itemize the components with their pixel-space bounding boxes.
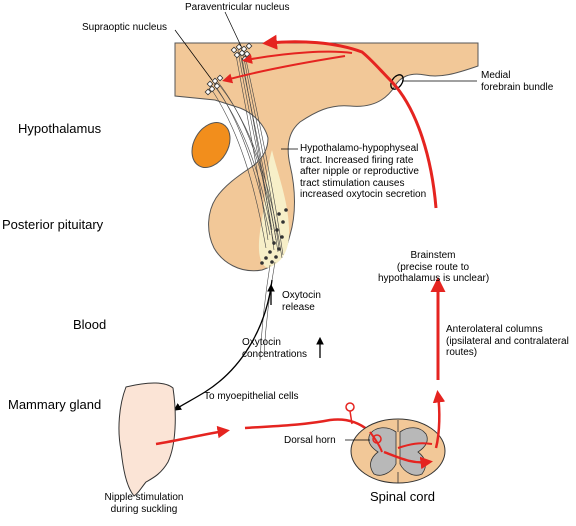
afferent-pathway (155, 425, 230, 446)
label-brainstem: Brainstem (precise route to hypothalamus… (378, 250, 490, 284)
contralateral-pathway (397, 442, 433, 449)
afferent-pathway-2 (244, 418, 369, 431)
mammary-gland (118, 382, 176, 497)
label-hypothalamo-tract: Hypothalamo-hypophyseal tract. Increased… (300, 143, 427, 200)
label-oxytocin-concentrations: Oxytocin concentrations (242, 337, 308, 360)
blood-arrow (173, 279, 273, 411)
region-spinal-cord: Spinal cord (370, 489, 436, 504)
branch-arrow-2 (222, 55, 346, 84)
crossing-pathway (383, 450, 433, 470)
label-paraventricular: Paraventricular nucleus (185, 2, 290, 13)
region-blood: Blood (73, 317, 107, 332)
medial-forebrain-bundle (390, 74, 404, 90)
dorsal-horn-synapse (372, 434, 382, 444)
leader-lines (174, 11, 477, 150)
region-posterior-pituitary: Posterior pituitary (2, 217, 104, 232)
increase-arrows (267, 283, 324, 358)
region-mammary-gland: Mammary gland (8, 397, 102, 412)
ipsilateral-pathway (432, 390, 446, 449)
supraoptic-cells (204, 74, 224, 96)
label-oxytocin-release: Oxytocin release (282, 290, 321, 313)
dorsal-root-stalk (349, 410, 353, 425)
label-nipple-stimulation: Nipple stimulation during suckling (104, 492, 184, 515)
label-medial-forebrain: Medial forebrain bundle (481, 70, 554, 93)
spinal-cord-section (350, 418, 446, 484)
label-myoepithelial: To myoepithelial cells (204, 391, 299, 402)
ascending-pathway-upper (262, 34, 438, 209)
region-hypothalamus: Hypothalamus (18, 121, 102, 136)
nerve-terminals (260, 208, 288, 265)
orange-nucleus (191, 122, 231, 168)
label-dorsal-horn: Dorsal horn (284, 435, 336, 446)
branch-arrow-1 (242, 50, 353, 64)
label-anterolateral-columns: Anterolateral columns (ipsilateral and c… (446, 324, 569, 358)
label-supraoptic: Supraoptic nucleus (82, 22, 168, 33)
dorsal-root-ganglion (345, 402, 355, 412)
